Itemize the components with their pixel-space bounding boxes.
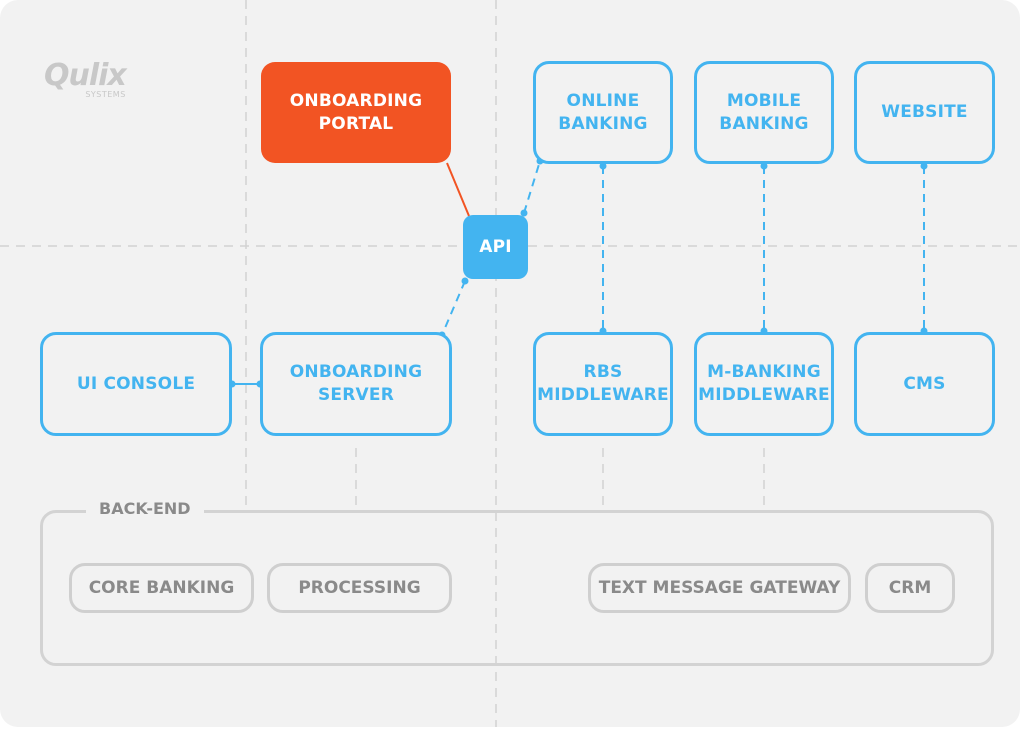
backend-item-crm: CRM	[865, 563, 955, 613]
backend-label: BACK-END	[86, 498, 204, 520]
api-server-connector	[441, 280, 466, 336]
m-banking-middleware-node: M-BANKING MIDDLEWARE	[694, 332, 834, 436]
api-node: API	[463, 215, 528, 279]
ui-console-node: UI CONSOLE	[40, 332, 232, 436]
mobile-banking-node: MOBILE BANKING	[694, 61, 834, 164]
backend-group	[40, 510, 994, 666]
website-node: WEBSITE	[854, 61, 995, 164]
backend-item-core-banking: CORE BANKING	[69, 563, 254, 613]
backend-item-text-message-gateway: TEXT MESSAGE GATEWAY	[588, 563, 851, 613]
company-logo: Qulix SYSTEMS	[44, 58, 127, 100]
backend-item-processing: PROCESSING	[267, 563, 452, 613]
portal-api-connector	[446, 162, 470, 217]
rbs-middleware-node: RBS MIDDLEWARE	[533, 332, 673, 436]
onboarding-portal-node: ONBOARDING PORTAL	[261, 62, 451, 163]
logo-subtitle: SYSTEMS	[85, 90, 126, 99]
logo-wordmark: Qulix	[44, 58, 127, 93]
online-banking-node: ONLINE BANKING	[533, 61, 673, 164]
onboarding-server-node: ONBOARDING SERVER	[260, 332, 452, 436]
cms-node: CMS	[854, 332, 995, 436]
api-online-banking-connector	[523, 160, 541, 214]
